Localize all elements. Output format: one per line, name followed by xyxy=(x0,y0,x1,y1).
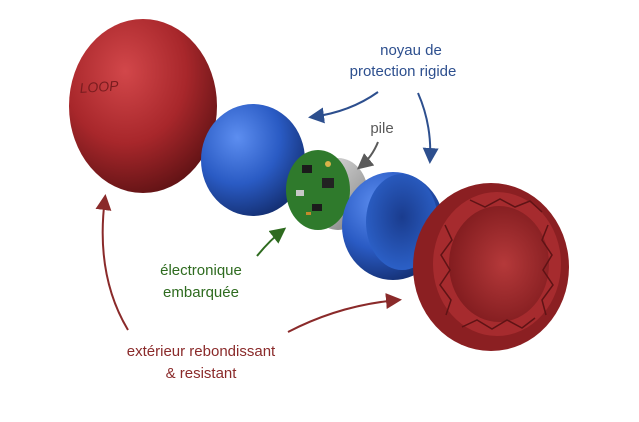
lattice-pattern xyxy=(439,198,554,330)
arrow-core-right xyxy=(417,92,439,164)
label-core-line1: noyau de xyxy=(380,42,442,59)
arrow-exterior-right xyxy=(287,293,402,333)
arrow-battery xyxy=(356,141,379,170)
label-core-line2: protection rigide xyxy=(350,63,457,80)
arrow-electronics xyxy=(256,227,287,257)
arrow-core-left xyxy=(308,91,379,124)
outer-shell-right xyxy=(413,183,569,351)
pcb-board xyxy=(286,150,350,230)
label-electronics-line1: électronique xyxy=(160,262,242,279)
label-exterior-line2: & resistant xyxy=(166,365,238,382)
arrow-exterior-left xyxy=(95,194,129,331)
core-half-left xyxy=(201,104,305,216)
label-exterior-line1: extérieur rebondissant xyxy=(127,343,276,360)
loop-logo: LOOP xyxy=(79,77,120,96)
label-battery: pile xyxy=(370,120,393,137)
outer-shell-left: LOOP xyxy=(69,19,217,193)
label-electronics-line2: embarquée xyxy=(163,284,239,301)
